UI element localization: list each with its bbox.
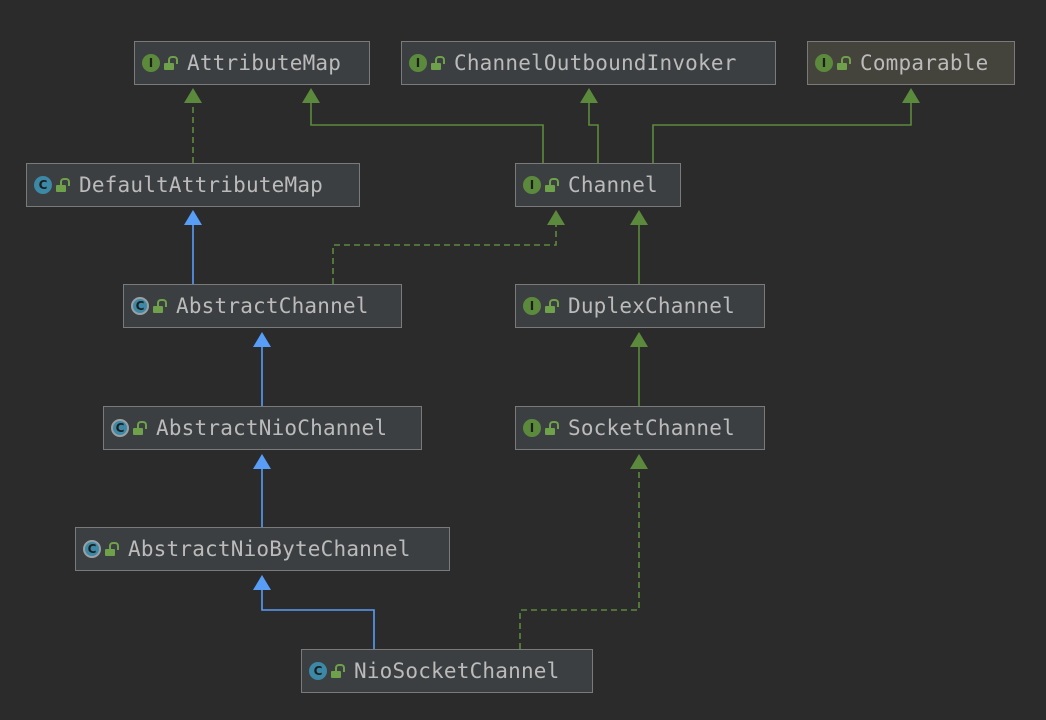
interface-icon: I [523, 176, 541, 194]
node-attributemap[interactable]: I AttributeMap [134, 41, 370, 85]
node-label: AbstractNioChannel [156, 416, 388, 440]
arrowhead-socketchannel [630, 454, 648, 469]
node-abstractchannel[interactable]: C AbstractChannel [123, 284, 402, 328]
node-duplexchannel[interactable]: I DuplexChannel [515, 284, 765, 328]
interface-icon: I [523, 419, 541, 437]
public-lock-icon [545, 178, 559, 192]
public-lock-icon [431, 56, 445, 70]
node-channeloutboundinvoker[interactable]: I ChannelOutboundInvoker [401, 41, 776, 85]
node-abstractniobytechannel[interactable]: C AbstractNioByteChannel [75, 527, 450, 571]
arrowhead-abstractniochannel [253, 454, 271, 469]
abstract-class-icon: C [83, 540, 101, 558]
node-label: DuplexChannel [568, 294, 735, 318]
edge-niosocketchannel-abstractniobytechannel [261, 588, 375, 649]
node-label: AbstractNioByteChannel [128, 537, 411, 561]
interface-icon: I [142, 54, 160, 72]
public-lock-icon [545, 421, 559, 435]
arrowhead-attributemap-1 [184, 88, 202, 103]
arrowhead-channel-2 [630, 210, 648, 225]
edge-channel-outboundinvoker [588, 101, 599, 163]
interface-icon: I [523, 297, 541, 315]
node-socketchannel[interactable]: I SocketChannel [515, 406, 765, 450]
node-label: Comparable [860, 51, 989, 75]
abstract-class-icon: C [111, 419, 129, 437]
node-defaultattributemap[interactable]: C DefaultAttributeMap [26, 163, 360, 207]
abstract-class-icon: C [131, 297, 149, 315]
node-label: NioSocketChannel [354, 659, 560, 683]
node-label: Channel [568, 173, 658, 197]
node-abstractniochannel[interactable]: C AbstractNioChannel [103, 406, 422, 450]
public-lock-icon [105, 542, 119, 556]
interface-icon: I [409, 54, 427, 72]
edge-abstractchannel-channel [332, 223, 557, 284]
edge-channel-attributemap [310, 101, 544, 163]
node-label: ChannelOutboundInvoker [454, 51, 737, 75]
arrowhead-abstractchannel [253, 332, 271, 347]
node-label: SocketChannel [568, 416, 735, 440]
public-lock-icon [133, 421, 147, 435]
class-icon: C [309, 662, 327, 680]
class-icon: C [34, 176, 52, 194]
arrowhead-channel-1 [547, 210, 565, 225]
node-label: AttributeMap [187, 51, 342, 75]
arrowhead-defaultattributemap [184, 210, 202, 225]
node-channel[interactable]: I Channel [515, 163, 681, 207]
public-lock-icon [56, 178, 70, 192]
public-lock-icon [837, 56, 851, 70]
edge-channel-comparable [652, 101, 912, 163]
public-lock-icon [153, 299, 167, 313]
arrowhead-abstractniobytechannel [253, 575, 271, 590]
arrowhead-duplexchannel [630, 332, 648, 347]
node-label: AbstractChannel [176, 294, 369, 318]
public-lock-icon [545, 299, 559, 313]
node-comparable[interactable]: I Comparable [807, 41, 1015, 85]
public-lock-icon [164, 56, 178, 70]
public-lock-icon [331, 664, 345, 678]
interface-icon: I [815, 54, 833, 72]
node-niosocketchannel[interactable]: C NioSocketChannel [301, 649, 593, 693]
arrowhead-attributemap-2 [302, 88, 320, 103]
edge-niosocketchannel-socketchannel [519, 467, 640, 649]
arrowhead-outboundinvoker [580, 88, 598, 103]
node-label: DefaultAttributeMap [79, 173, 324, 197]
arrowhead-comparable [902, 88, 920, 103]
